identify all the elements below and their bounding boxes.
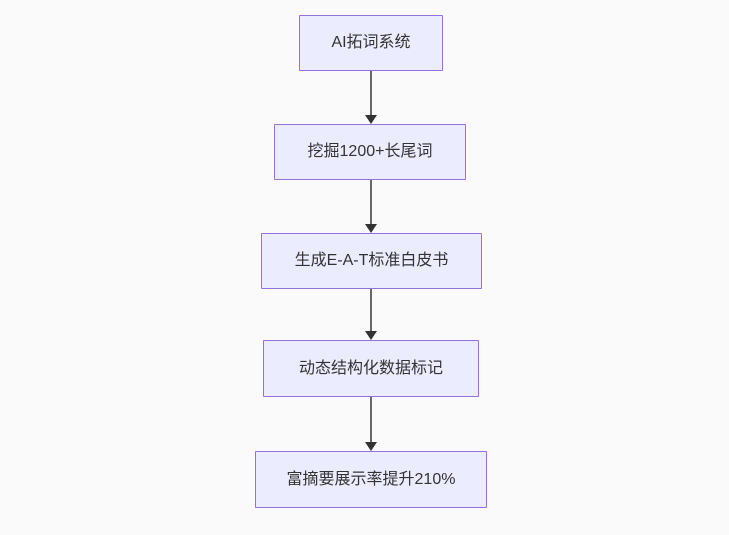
flowchart-node-eat-whitepaper: 生成E-A-T标准白皮书 — [261, 233, 482, 289]
flowchart-node-structured-data-markup: 动态结构化数据标记 — [263, 340, 479, 397]
arrow-shaft — [370, 180, 372, 224]
node-label: 富摘要展示率提升210% — [286, 470, 456, 488]
arrowhead-down-icon — [365, 442, 377, 451]
arrow-shaft — [370, 397, 372, 442]
arrowhead-down-icon — [365, 224, 377, 233]
flowchart-node-rich-snippet-result: 富摘要展示率提升210% — [255, 451, 487, 508]
node-label: 动态结构化数据标记 — [298, 359, 443, 377]
flow-arrow-4 — [365, 397, 377, 451]
arrowhead-down-icon — [365, 331, 377, 340]
arrow-shaft — [370, 289, 372, 331]
flowchart-node-ai-keyword-system: AI拓词系统 — [299, 15, 443, 71]
flow-arrow-3 — [365, 289, 377, 340]
flowchart-node-longtail-mining: 挖掘1200+长尾词 — [274, 124, 466, 180]
arrow-shaft — [370, 71, 372, 115]
arrowhead-down-icon — [365, 115, 377, 124]
flow-arrow-2 — [365, 180, 377, 233]
node-label: 挖掘1200+长尾词 — [307, 143, 433, 161]
node-label: 生成E-A-T标准白皮书 — [294, 252, 449, 270]
node-label: AI拓词系统 — [331, 34, 411, 52]
flow-arrow-1 — [365, 71, 377, 124]
